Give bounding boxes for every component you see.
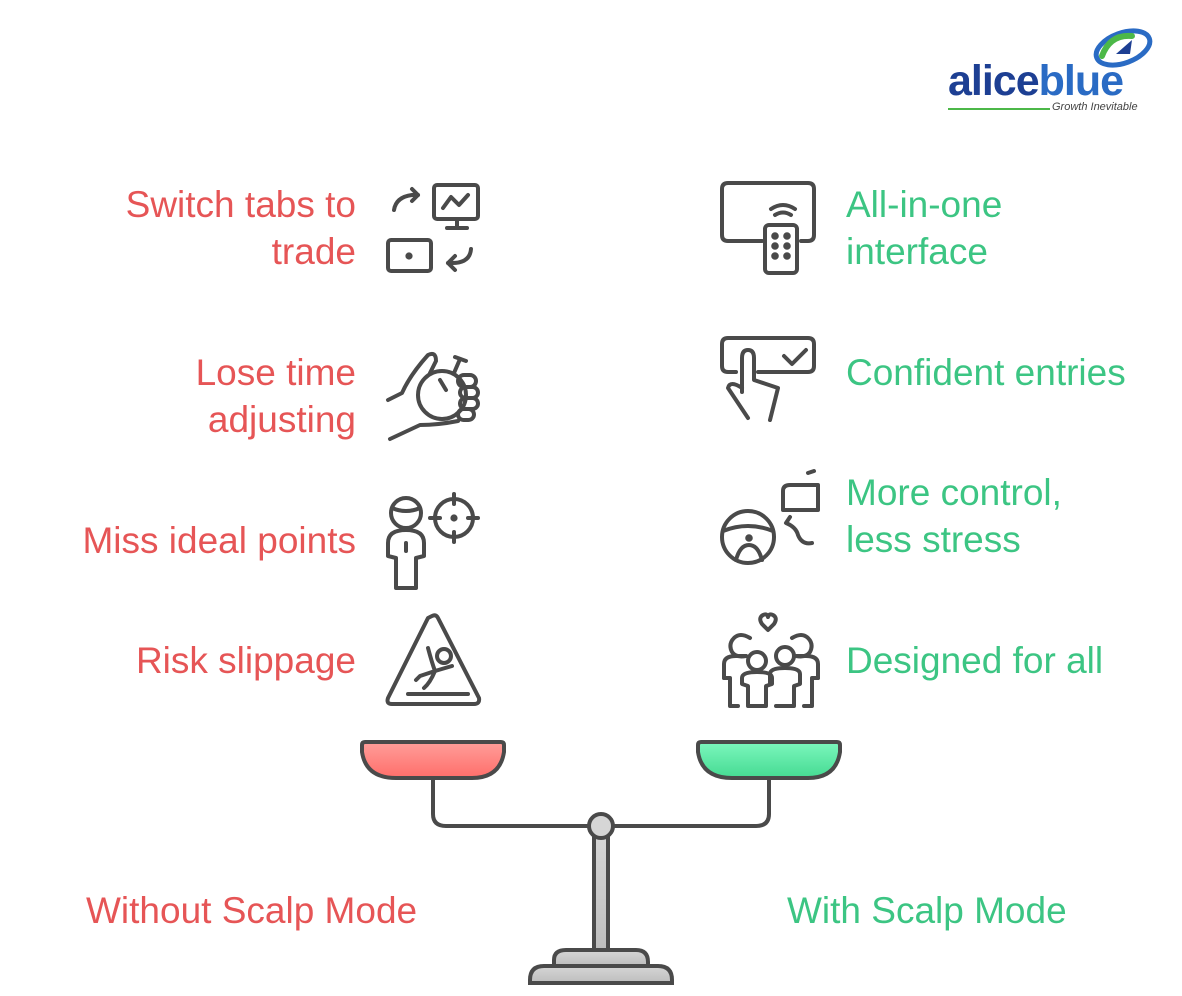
without-scalp-mode-title: Without Scalp Mode xyxy=(86,890,418,931)
steering-wheel-icon xyxy=(716,465,826,570)
brand-tagline: Growth Inevitable xyxy=(1052,101,1138,113)
tagline-divider xyxy=(948,108,1050,110)
scale-base-upper xyxy=(552,948,650,968)
right-item-3-line1: More control, xyxy=(846,472,1062,513)
left-item-1-line2: trade xyxy=(271,231,356,272)
left-item-2-line2: adjusting xyxy=(207,399,356,440)
family-heart-icon xyxy=(716,608,826,713)
scale-pivot xyxy=(587,812,615,840)
scale-pillar xyxy=(592,834,610,956)
right-item-all-in-one: All-in-one interface xyxy=(846,181,1002,275)
left-item-3-line1: Miss ideal points xyxy=(82,520,356,561)
with-scalp-mode-title: With Scalp Mode xyxy=(787,890,1067,931)
hand-stopwatch-icon xyxy=(380,345,485,445)
right-item-more-control: More control, less stress xyxy=(846,469,1062,563)
brand-name-part2: blue xyxy=(1038,57,1124,105)
left-item-4-line1: Risk slippage xyxy=(135,640,356,681)
left-item-lose-time: Lose time adjusting xyxy=(196,349,356,443)
brand-name-part1: alice xyxy=(948,57,1040,105)
right-item-3-line2: less stress xyxy=(846,519,1021,560)
right-item-designed-for-all: Designed for all xyxy=(846,637,1103,684)
right-item-confident-entries: Confident entries xyxy=(846,349,1126,396)
right-pan xyxy=(696,740,842,780)
touch-check-icon xyxy=(716,332,826,427)
switch-screens-icon xyxy=(380,175,490,280)
left-item-miss-points: Miss ideal points xyxy=(82,517,356,564)
slippery-warning-icon xyxy=(380,608,485,713)
right-item-1-line1: All-in-one xyxy=(846,184,1003,225)
right-item-4-line1: Designed for all xyxy=(846,640,1104,681)
screen-remote-icon xyxy=(716,175,826,280)
left-item-switch-tabs: Switch tabs to trade xyxy=(126,181,356,275)
scale-base-lower xyxy=(528,964,674,985)
left-item-2-line1: Lose time xyxy=(195,352,356,393)
left-item-1-line1: Switch tabs to xyxy=(125,184,356,225)
brand-name: aliceblue xyxy=(948,56,1124,106)
right-item-2-line1: Confident entries xyxy=(846,352,1126,393)
left-pan xyxy=(360,740,506,780)
logo-swirl-icon xyxy=(1093,28,1153,68)
person-target-icon xyxy=(378,488,488,593)
left-item-risk-slippage: Risk slippage xyxy=(136,637,356,684)
right-item-1-line2: interface xyxy=(846,231,988,272)
